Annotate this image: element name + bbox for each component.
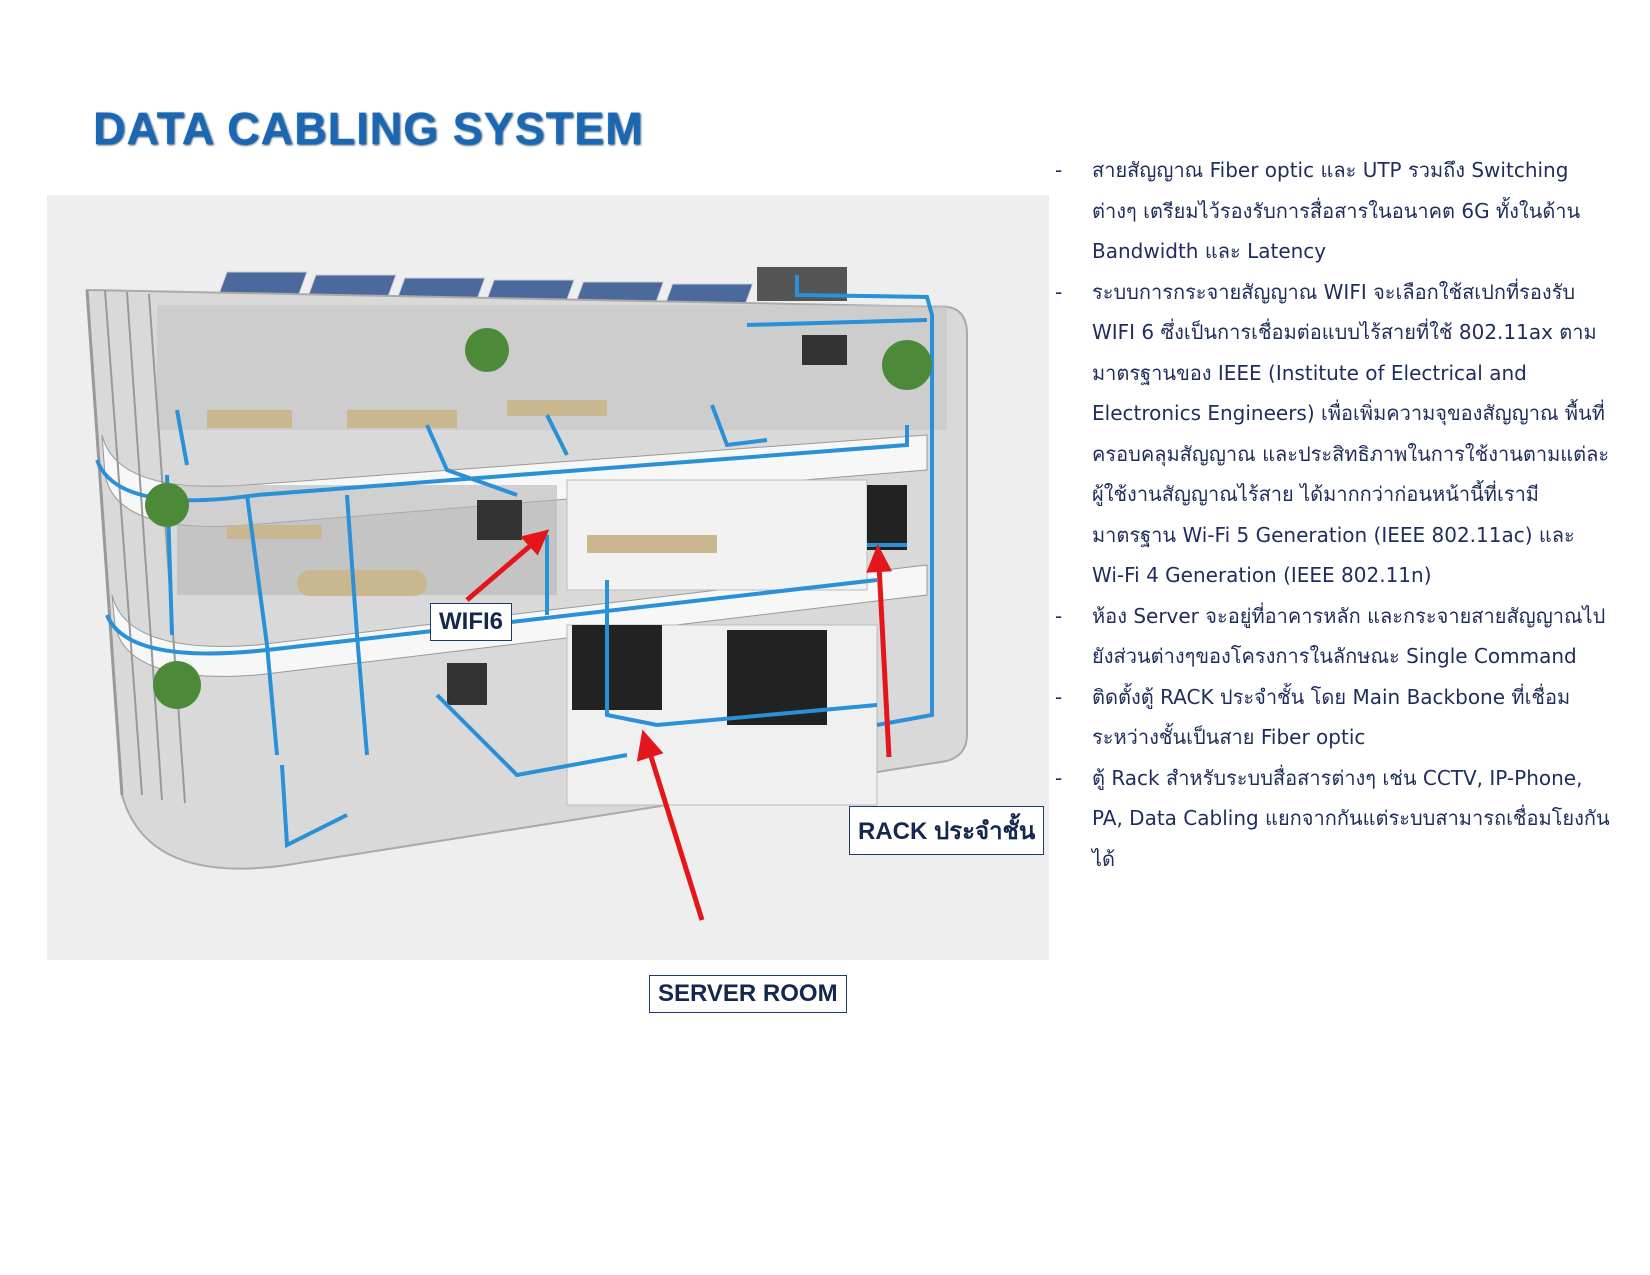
bullet-text: ห้อง Server จะอยู่ที่อาคารหลัก และกระจาย… xyxy=(1092,603,1606,669)
bullet-marker: - xyxy=(1055,603,1063,628)
bullet-text: ติดตั้งตู้ RACK ประจำชั้น โดย Main Backb… xyxy=(1092,684,1571,750)
callout-server-room: SERVER ROOM xyxy=(649,975,847,1013)
glass-edge xyxy=(85,289,124,796)
callout-wifi6: WIFI6 xyxy=(430,603,512,641)
bullet-marker: - xyxy=(1055,279,1063,304)
glass-edge xyxy=(148,293,186,804)
desks xyxy=(207,400,717,596)
server-racks xyxy=(572,485,907,725)
bullet-text: ตู้ Rack สำหรับระบบสื่อสารต่างๆ เช่น CCT… xyxy=(1092,765,1610,871)
building-illustration xyxy=(47,195,1049,960)
bullet-text: สายสัญญาณ Fiber optic และ UTP รวมถึง Swi… xyxy=(1092,158,1581,263)
callout-rack: RACK ประจำชั้น xyxy=(849,806,1045,855)
bullet-item: - ห้อง Server จะอยู่ที่อาคารหลัก และกระจา… xyxy=(1050,596,1610,677)
page-title: DATA CABLING SYSTEM xyxy=(93,103,644,154)
bullet-item: - ระบบการกระจายสัญญาณ WIFI จะเลือกใช้สเปก… xyxy=(1050,272,1610,596)
glass-edge xyxy=(126,291,163,801)
solar-panels xyxy=(218,271,754,307)
bullet-item: - ตู้ Rack สำหรับระบบสื่อสารต่างๆ เช่น CC… xyxy=(1050,758,1610,880)
bullet-marker: - xyxy=(1055,765,1063,790)
plants xyxy=(145,328,932,709)
bullet-list: - สายสัญญาณ Fiber optic และ UTP รวมถึง Sw… xyxy=(1050,150,1610,879)
bullet-item: - ติดตั้งตู้ RACK ประจำชั้น โดย Main Back… xyxy=(1050,677,1610,758)
bullet-text: ระบบการกระจายสัญญาณ WIFI จะเลือกใช้สเปกท… xyxy=(1092,279,1610,588)
callout-arrows xyxy=(465,529,893,921)
wall-screens xyxy=(447,335,847,705)
bullet-marker: - xyxy=(1055,158,1063,182)
bullet-item: - สายสัญญาณ Fiber optic และ UTP รวมถึง Sw… xyxy=(1050,150,1610,272)
bullet-marker: - xyxy=(1055,684,1063,709)
glass-edge xyxy=(104,289,143,796)
